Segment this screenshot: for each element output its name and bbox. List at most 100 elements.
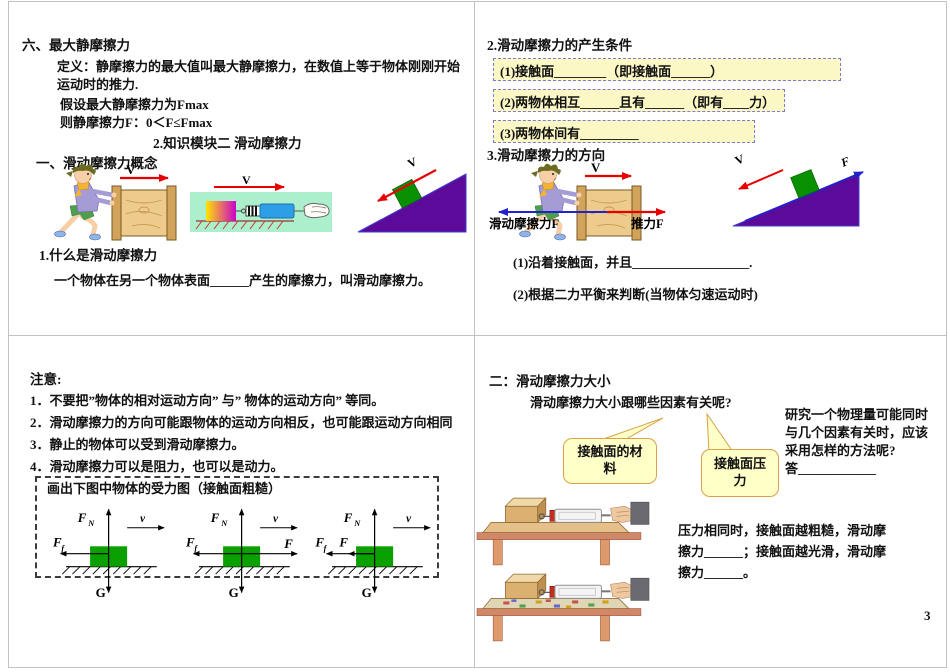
slide3-note1: 1．不要把”物体的相对运动方向” 与” 物体的运动方向” 等同。 [30, 393, 385, 408]
velocity-label: V [733, 151, 747, 167]
green-block [392, 178, 423, 209]
slide2-direction-point2: (2)根据二力平衡来判断(当物体匀速运动时) [513, 287, 758, 302]
velocity-arrow [377, 169, 437, 202]
gradient-block [206, 201, 236, 221]
incline-illustration: V [357, 154, 467, 233]
rough-board-speckles [503, 599, 609, 609]
push-force-label: 推力F [631, 216, 664, 231]
slide1-module-heading: 2.知识模块二 滑动摩擦力 [153, 136, 302, 151]
velocity-label: v [406, 513, 412, 525]
friction-label: F [52, 534, 62, 549]
callout-pointer-pressure [706, 412, 734, 453]
slide3-note2: 2．滑动摩擦力的方向可能跟物体的运动方向相反，也可能跟运动方向相同 [30, 415, 453, 430]
normal-sub: N [353, 519, 361, 528]
velocity-arrow [738, 169, 784, 190]
callout-material: 接触面的材料 [563, 438, 657, 484]
sheet-border-left [8, 1, 9, 668]
spring-scale-experiment-illustration: V [190, 173, 332, 232]
force-arrow [744, 171, 864, 222]
ground-hatching [327, 566, 418, 575]
stripe [248, 206, 250, 216]
hand-sketch [303, 202, 330, 219]
velocity-label: V [242, 173, 251, 187]
sheet-border-bottom [8, 667, 947, 668]
gravity-label: G [229, 585, 239, 600]
green-block [790, 169, 820, 199]
conclusion-line3: 擦力______。 [678, 565, 757, 580]
callout-pressure: 接触面压力 [701, 449, 779, 497]
velocity-label: V [591, 160, 601, 175]
normal-label: F [77, 510, 87, 525]
condition-box-1: (1)接触面________（即接触面______） [493, 58, 841, 81]
spring-scale-body [259, 203, 295, 219]
method-line3: 采用怎样的方法呢? [785, 443, 896, 458]
force-diagram-1: F N v F f G [52, 508, 165, 600]
slide3-note-title: 注意: [30, 372, 62, 387]
conclusion-line1: 压力相同时，接触面越粗糙，滑动摩 [678, 523, 887, 538]
experiment-table-smooth [476, 497, 651, 566]
normal-sub: N [220, 519, 228, 528]
slide1-question-title: 1.什么是滑动摩擦力 [39, 248, 158, 263]
slide3-note4: 4．滑动摩擦力可以是阻力，也可以是动力。 [30, 459, 284, 474]
friction-sub: f [61, 544, 65, 553]
velocity-label: V [126, 162, 136, 177]
method-line1: 研究一个物理量可能同时 [785, 407, 929, 422]
stripe [255, 206, 257, 216]
friction-sub: f [194, 544, 198, 553]
experiment-table-rough [476, 573, 651, 642]
velocity-label: V [405, 154, 419, 170]
friction-label: F [185, 534, 195, 549]
conclusion-line2: 擦力______；接触面越光滑，滑动摩 [678, 544, 887, 559]
slide3-note3: 3．静止的物体可以受到滑动摩擦力。 [30, 437, 245, 452]
force-label: F [838, 154, 852, 170]
friction-force-label: 滑动摩擦力F [489, 216, 560, 231]
slide1-title: 六、最大静摩擦力 [22, 38, 130, 53]
gravity-label: G [96, 585, 106, 600]
divider-vertical [474, 1, 475, 667]
slide1-assumption: 假设最大静摩擦力为Fmax [60, 97, 209, 112]
friction-label: F [314, 534, 324, 549]
gravity-label: G [362, 585, 372, 600]
divider-horizontal [8, 335, 946, 336]
slide4-panel: 二：滑动摩擦力大小 滑动摩擦力大小跟哪些因素有关呢? 接触面的材料 接触面压力 … [475, 336, 946, 667]
push-crate-forces-illustration: V 滑动摩擦力F 推力F [489, 160, 666, 248]
ground-hatching [61, 566, 152, 575]
applied-label: F [338, 534, 348, 549]
sheet-border-top [8, 1, 947, 2]
slide1-question-text: 一个物体在另一个物体表面______产生的摩擦力，叫滑动摩擦力。 [54, 273, 432, 288]
stripe [251, 206, 254, 216]
force-diagram-3: F N v F f F G [314, 508, 431, 600]
slide4-heading: 二：滑动摩擦力大小 [489, 374, 611, 389]
normal-label: F [343, 510, 353, 525]
slide2-conditions-heading: 2.滑动摩擦力的产生条件 [487, 38, 633, 53]
slide1-definition-line2: 运动时的推力. [57, 77, 139, 92]
velocity-label: v [273, 513, 279, 525]
slide2-direction-heading: 3.滑动摩擦力的方向 [487, 148, 606, 163]
method-line2: 与几个因素有关时，应该 [785, 425, 929, 440]
exercise-box: 画出下图中物体的受力图（接触面粗糙） F N v F f G [35, 476, 439, 600]
friction-sub: f [324, 544, 328, 553]
page-number: 3 [924, 608, 931, 623]
slide1-definition-line1: 定义：静摩擦力的最大值叫最大静摩擦力，在数值上等于物体刚刚开始 [57, 59, 461, 74]
slide1-section-heading: 一、滑动摩擦力概念 [36, 156, 158, 171]
condition-box-2: (2)两物体相互______且有______（即有____力） [493, 89, 785, 112]
incline-forces-illustration: V F [732, 151, 864, 227]
hook-ring [241, 208, 246, 214]
smooth-board [482, 522, 630, 533]
method-answer: 答____________ [785, 461, 877, 476]
push-crate-illustration: V [54, 164, 189, 244]
slide1-panel: 六、最大静摩擦力 定义：静摩擦力的最大值叫最大静摩擦力，在数值上等于物体刚刚开始… [8, 2, 474, 335]
ground-hatching [195, 220, 284, 230]
velocity-label: v [140, 513, 146, 525]
slide3-panel: 注意: 1．不要把”物体的相对运动方向” 与” 物体的运动方向” 等同。 2．滑… [8, 336, 474, 667]
applied-label: F [283, 536, 293, 551]
slide2-direction-point1: (1)沿着接触面，并且__________________. [513, 255, 753, 270]
sheet-border-right [946, 1, 947, 668]
slide4-question: 滑动摩擦力大小跟哪些因素有关呢? [530, 395, 732, 410]
exercise-title: 画出下图中物体的受力图（接触面粗糙） [47, 481, 282, 496]
condition-box-3: (3)两物体间有_________ [493, 120, 755, 143]
slide1-inequality: 则静摩擦力F：0＜F≤Fmax [60, 115, 213, 130]
force-diagram-2: F N v F f F G [185, 508, 298, 600]
ground-hatching [194, 566, 285, 575]
